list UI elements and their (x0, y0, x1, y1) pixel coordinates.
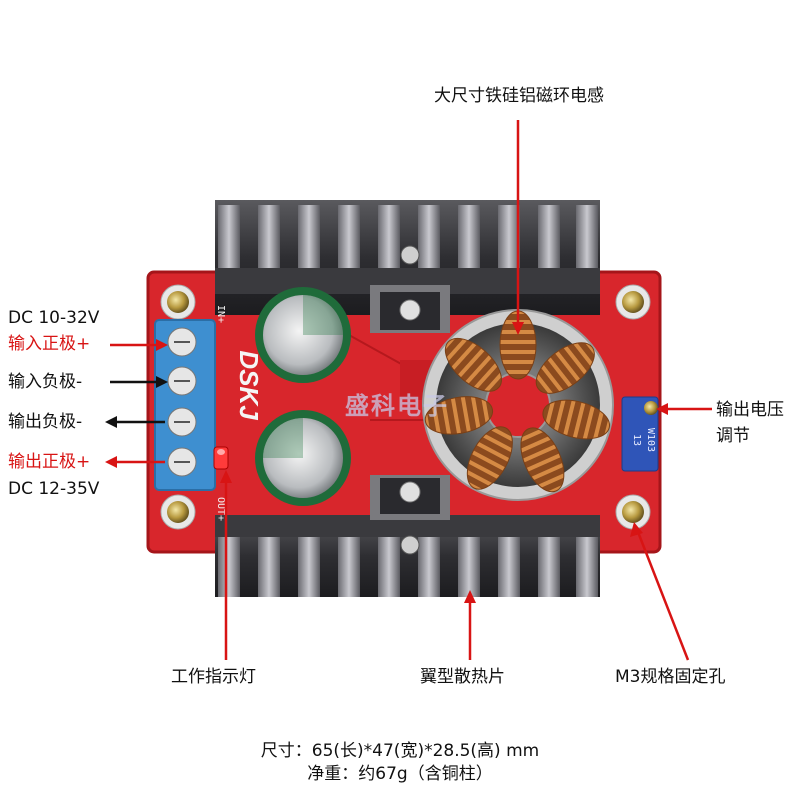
screw-terminal-block (154, 319, 216, 491)
label-input-voltage: DC 10-32V (8, 308, 100, 328)
label-heatsink: 翼型散热片 (420, 667, 505, 687)
mounting-screw-bottom-left (160, 494, 196, 530)
pcb-brand-text: DSKJ (234, 350, 264, 420)
label-voltage-adjust-line2: 调节 (716, 426, 750, 446)
mounting-screw-top-left (160, 284, 196, 320)
mounting-screw-top-right (615, 284, 651, 320)
label-mounting-hole: M3规格固定孔 (615, 667, 726, 687)
watermark-text: 盛科电子 (345, 392, 449, 420)
label-output-positive: 输出正极+ (8, 452, 91, 472)
label-inductor: 大尺寸铁硅铝磁环电感 (434, 86, 604, 106)
pcb-out-plus-text: OUT+ (215, 497, 226, 521)
label-input-positive: 输入正极+ (8, 334, 91, 354)
label-input-negative: 输入负极- (8, 372, 83, 392)
label-output-negative: 输出负极- (8, 412, 83, 432)
spec-size: 尺寸：65(长)*47(宽)*28.5(高) mm (260, 741, 540, 761)
mounting-screw-bottom-right (615, 494, 651, 530)
toroid-inductor (422, 309, 614, 501)
label-output-voltage: DC 12-35V (8, 479, 100, 499)
pot-code-text: W103 (645, 428, 656, 452)
callout-arrows (105, 120, 712, 661)
voltage-potentiometer: W103 13 (621, 396, 659, 472)
capacitor-bottom (255, 410, 351, 506)
label-indicator-light: 工作指示灯 (171, 667, 256, 687)
heatsink-bottom (215, 475, 600, 597)
indicator-led (213, 446, 229, 470)
pot-number-text: 13 (631, 434, 642, 446)
label-voltage-adjust-line1: 输出电压 (716, 400, 784, 420)
capacitor-top (255, 287, 351, 383)
spec-weight: 净重：约67g（含铜柱） (307, 764, 493, 784)
pcb-in-plus-text: IN+ (215, 305, 226, 323)
